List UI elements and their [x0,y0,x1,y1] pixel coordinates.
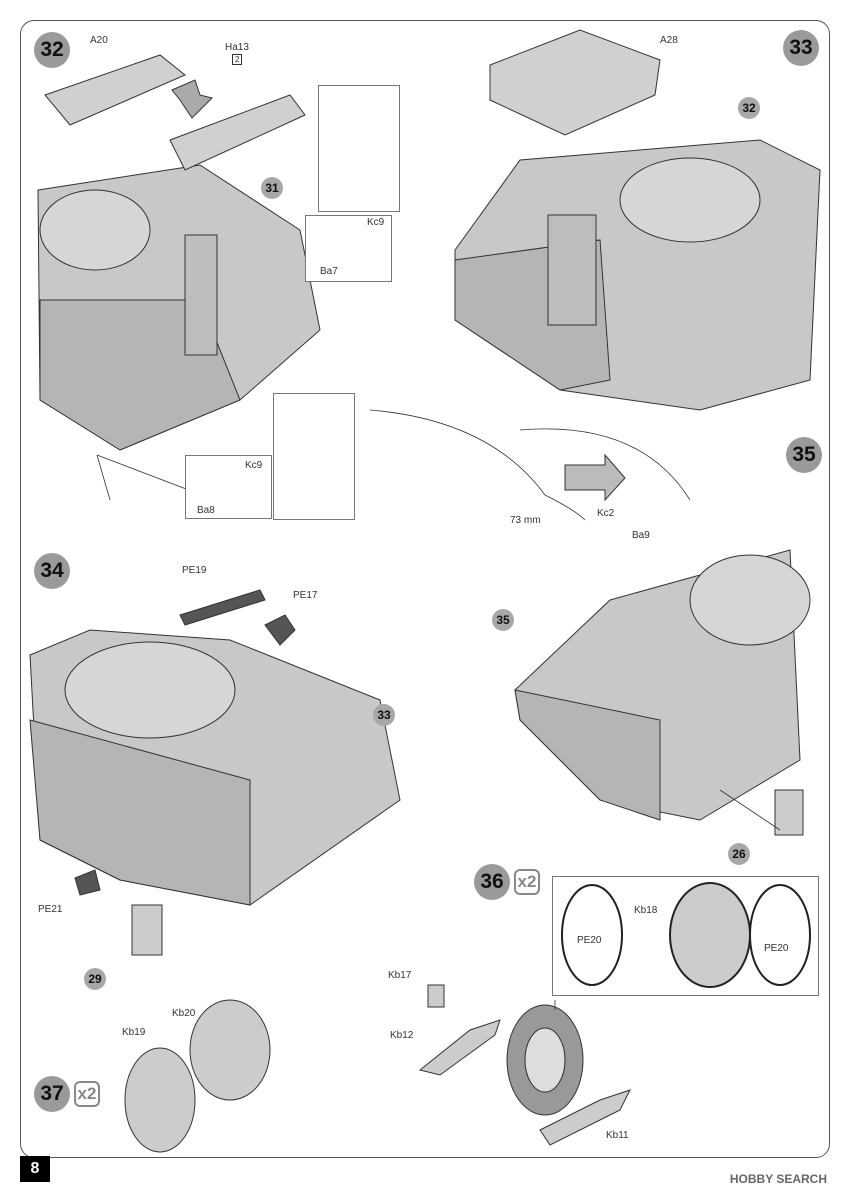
page-frame [20,20,830,1158]
callout-33: 33 [373,704,395,726]
callout-31: 31 [261,177,283,199]
part-pe19 [179,589,266,626]
inset-32-bracket-lower [273,393,355,520]
label-kc9-a: Kc9 [367,217,385,228]
part-a28 [489,29,661,136]
tyre-pe20-left [561,884,623,986]
cylinder-32 [184,234,218,356]
step-32: 32 [34,32,70,68]
road-wheel-36-inner [524,1027,566,1093]
label-ha13: Ha13 [225,42,249,53]
part-kb11 [539,1089,631,1146]
part-kb17 [427,984,445,1008]
callout-29: 29 [84,968,106,990]
sprocket-kb19 [124,1047,196,1153]
label-kb19: Kb19 [122,1027,146,1038]
label-a20: A20 [90,35,108,46]
label-ba8: Ba8 [197,505,215,516]
hull-step35-side [514,689,661,821]
label-kb20: Kb20 [172,1008,196,1019]
watermark: HOBBY SEARCH [729,1172,827,1186]
callout-26: 26 [728,843,750,865]
label-ba9: Ba9 [632,530,650,541]
arrow-35 [564,453,626,502]
step-35: 35 [786,437,822,473]
part-kb12 [418,1019,501,1076]
hull-step34-side [29,719,251,906]
part-29 [131,904,163,956]
label-a28: A28 [660,35,678,46]
multiplier-37: x2 [74,1081,100,1107]
label-pe20-b: PE20 [764,943,789,954]
label-ba7: Ba7 [320,266,338,277]
label-kc2: Kc2 [597,508,615,519]
turret-ring-34 [64,641,236,739]
cable-35a [369,409,586,521]
inset-32-hub-lower [185,455,272,519]
cylinder-33 [547,214,597,326]
turret-ring-33 [619,157,761,243]
step-37: 37 [34,1076,70,1112]
part-a20 [44,54,186,126]
wheel-kb18 [669,882,751,988]
label-kc9-b: Kc9 [245,460,263,471]
step-36: 36 [474,864,510,900]
turret-ring-35 [689,554,811,646]
callout-35: 35 [492,609,514,631]
arrow-32 [171,79,213,119]
label-pe17: PE17 [293,590,318,601]
label-73mm: 73 mm [510,515,541,526]
page-number: 8 [20,1156,50,1182]
label-pe20-a: PE20 [577,935,602,946]
step-34: 34 [34,553,70,589]
label-kb17: Kb17 [388,970,412,981]
label-pe19: PE19 [182,565,207,576]
part-pe17 [264,614,296,646]
sprocket-kb20 [189,999,271,1101]
step-33: 33 [783,30,819,66]
turret-ring-32 [39,189,151,271]
multiplier-36: x2 [514,869,540,895]
part-ha13 [169,94,306,171]
tyre-pe20-right [749,884,811,986]
cable-35b [519,428,691,501]
label-ha13-count: 2 [232,54,243,65]
inset-32-hub [305,215,392,282]
label-kb11: Kb11 [606,1130,629,1141]
label-pe21: PE21 [38,904,63,915]
label-kb18: Kb18 [634,905,658,916]
label-kb12: Kb12 [390,1030,414,1041]
callout-32: 32 [738,97,760,119]
part-pe21 [74,869,101,896]
part-26 [774,789,804,836]
inset-32-bracket [318,85,400,212]
